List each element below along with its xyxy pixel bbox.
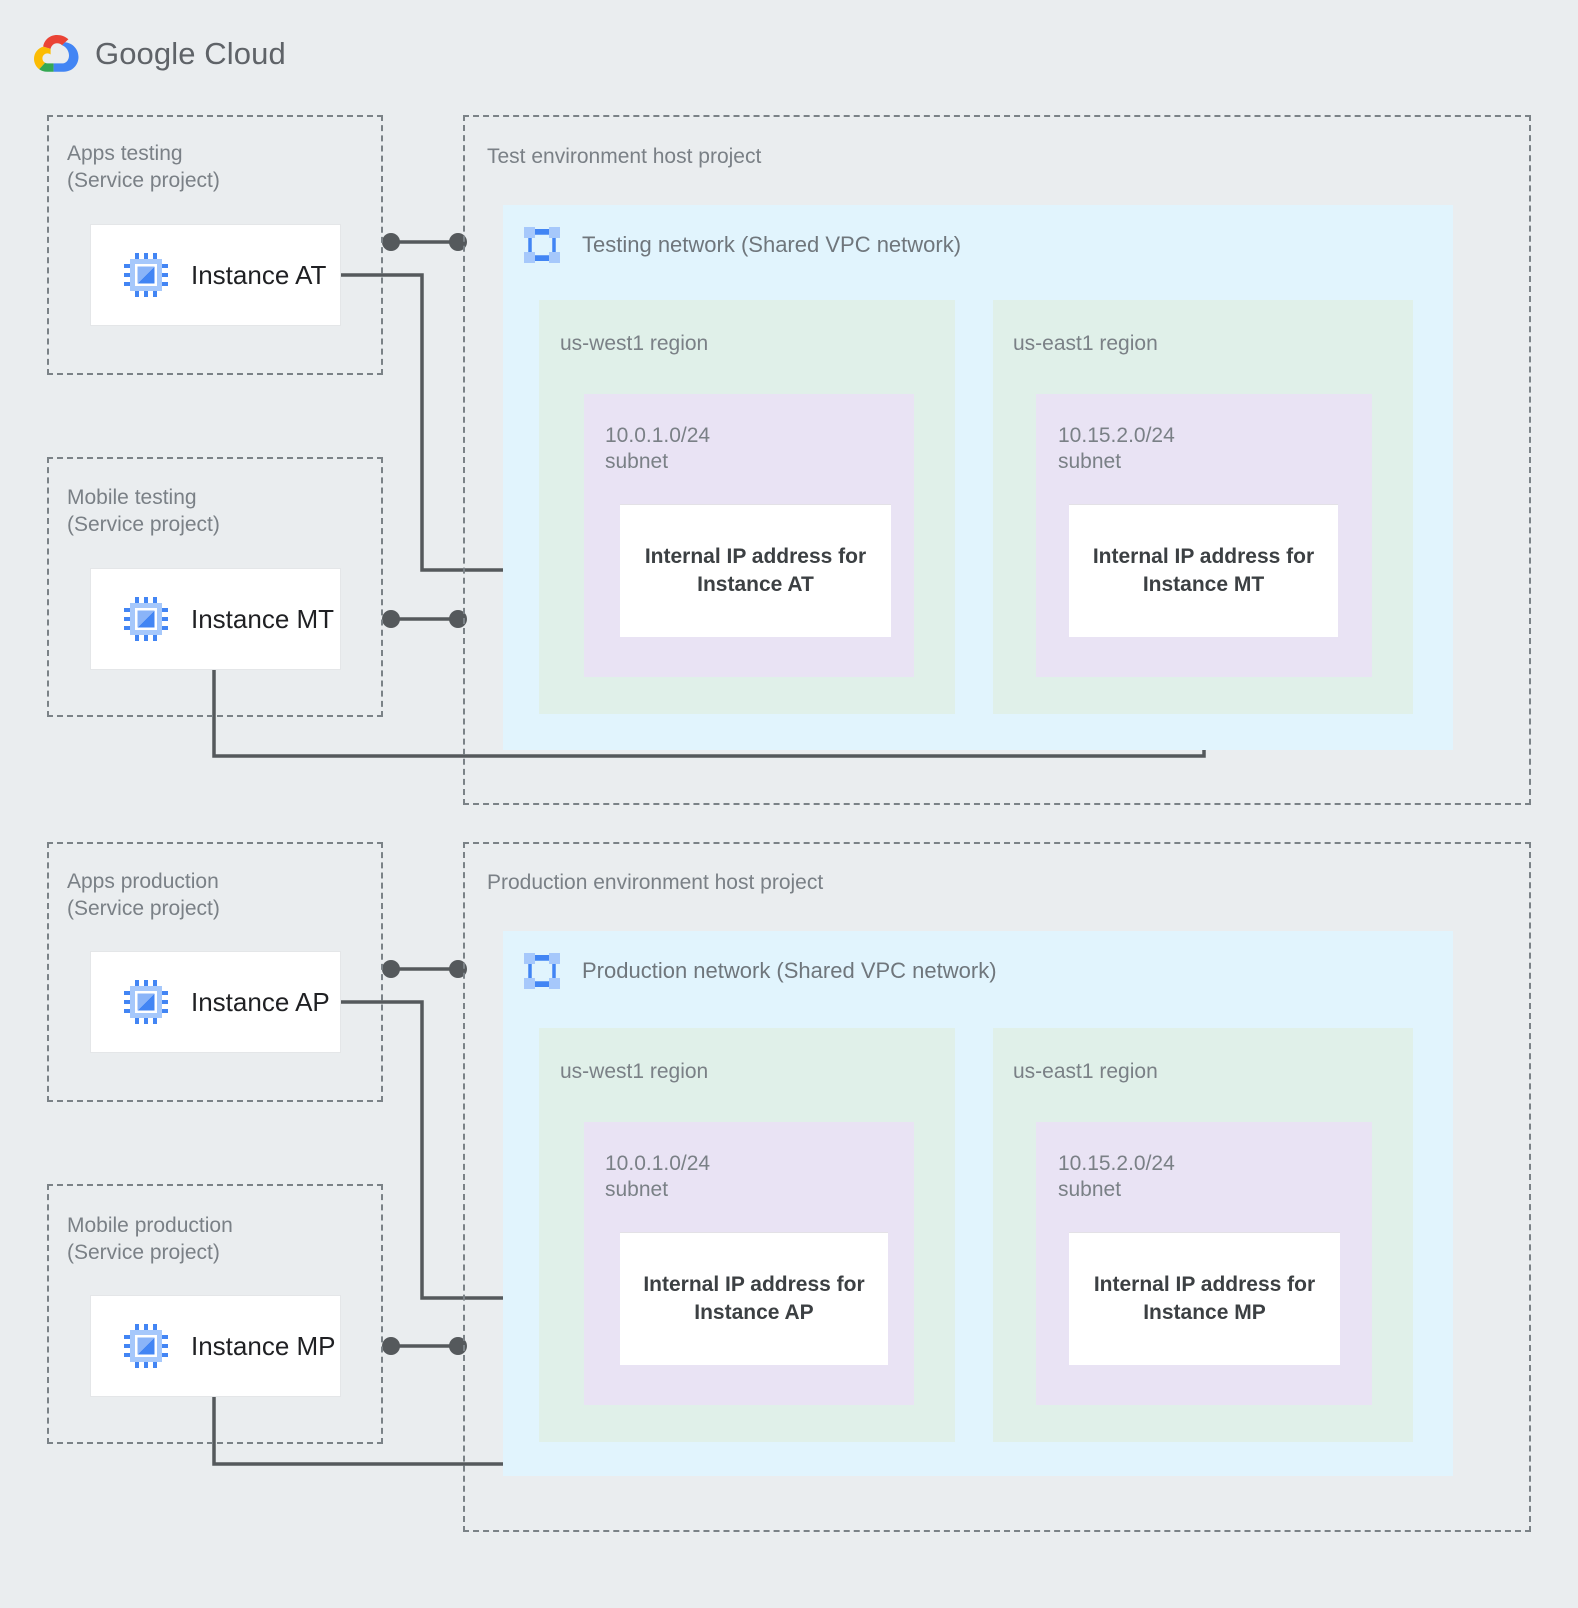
ip-card-ap-text: Internal IP address for Instance AP [643,1273,865,1324]
vm-instance-icon [124,597,168,641]
network-production-title: Production network (Shared VPC network) [582,958,997,983]
service-project-apps-testing [47,115,383,375]
subnet-production-us-west1-label: 10.0.1.0/24 subnet [605,1152,711,1201]
region-production-us-west1-label: us-west1 region [560,1060,709,1083]
ip-card-at: Internal IP address for Instance AT [620,504,891,637]
region-production-us-east1-label: us-east1 region [1013,1060,1158,1083]
google-cloud-logo: Google Cloud [33,33,286,75]
subnet-production-us-east1-label: 10.15.2.0/24 subnet [1058,1152,1175,1201]
network-testing-title: Testing network (Shared VPC network) [582,232,962,257]
instance-card-ap-label: Instance AP [191,986,330,1017]
vm-instance-icon [124,253,168,297]
region-test-us-east1-label: us-east1 region [1013,332,1158,355]
ip-card-ap: Internal IP address for Instance AP [620,1232,888,1365]
instance-card-ap[interactable]: Instance AP [90,951,341,1053]
service-project-mobile-production [47,1184,383,1444]
vm-instance-icon [124,980,168,1024]
service-project-apps-testing-label: Apps testing (Service project) [67,142,220,192]
region-test-us-west1-label: us-west1 region [560,332,709,355]
google-cloud-logo-icon [34,35,79,72]
service-project-mobile-testing-label: Mobile testing (Service project) [67,486,220,536]
host-project-production-label: Production environment host project [487,871,824,894]
service-project-mobile-production-label: Mobile production (Service project) [67,1214,233,1264]
service-project-apps-production [47,842,383,1102]
ip-card-at-text: Internal IP address for Instance AT [644,545,867,596]
instance-card-at[interactable]: Instance AT [90,224,341,326]
host-project-test [463,115,1531,805]
network-testing-header: Testing network (Shared VPC network) [522,225,961,265]
vpc-network-icon [524,227,560,263]
brand-wordmark: Google Cloud [95,36,286,72]
vm-instance-icon [124,1324,168,1368]
subnet-test-us-west1-label: 10.0.1.0/24 subnet [605,424,711,473]
instance-card-mt-label: Instance MT [191,603,335,634]
instance-card-mt[interactable]: Instance MT [90,568,341,670]
instance-card-mp[interactable]: Instance MP [90,1295,341,1397]
ip-card-mp: Internal IP address for Instance MP [1069,1232,1340,1365]
host-project-production [463,842,1531,1532]
ip-card-mp-text: Internal IP address for Instance MP [1093,1273,1316,1324]
service-project-mobile-testing [47,457,383,717]
network-production-header: Production network (Shared VPC network) [522,951,997,991]
vpc-network-icon [524,953,560,989]
subnet-test-us-east1-label: 10.15.2.0/24 subnet [1058,424,1175,473]
ip-card-mt-text: Internal IP address for Instance MT [1092,545,1315,596]
ip-card-mt: Internal IP address for Instance MT [1069,504,1338,637]
instance-card-mp-label: Instance MP [191,1330,336,1361]
instance-card-at-label: Instance AT [191,259,327,290]
service-project-apps-production-label: Apps production (Service project) [67,870,220,920]
brand-google: Google [95,36,196,71]
brand-cloud: Cloud [204,36,286,71]
host-project-test-label: Test environment host project [487,145,762,168]
